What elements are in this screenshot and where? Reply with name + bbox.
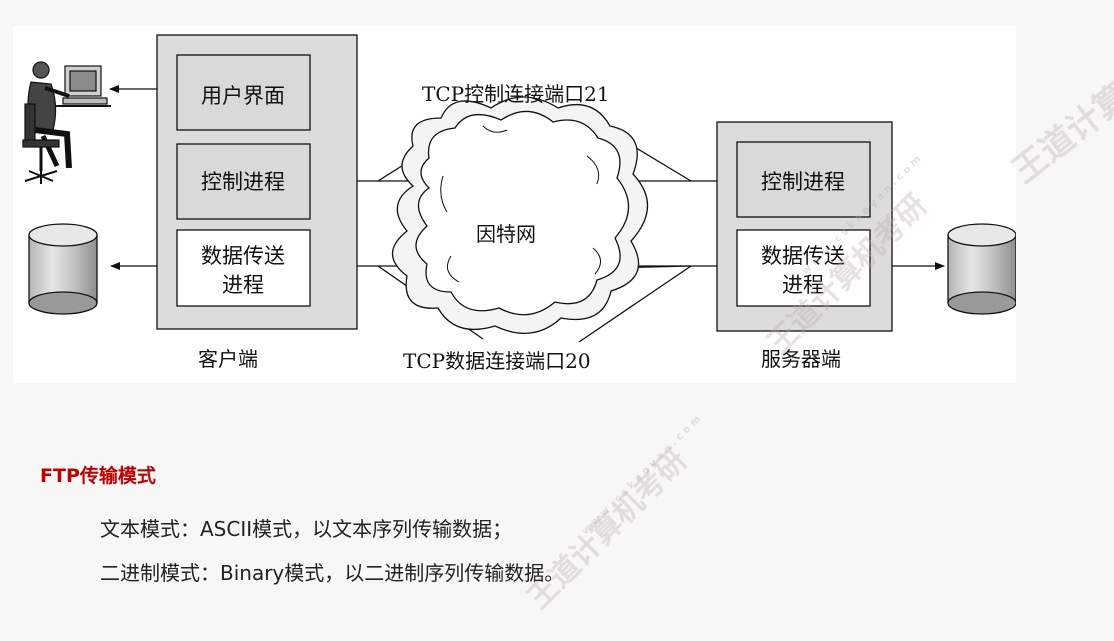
client-container [156, 34, 358, 330]
diagram-canvas: 因特网 TCP控制连接端口21 TCP数据连接端口20 用户界面 控制进程 数据… [22, 34, 1017, 373]
ftp-mode-heading: FTP传输模式 [40, 465, 156, 487]
ftp-architecture-diagram: 因特网 TCP控制连接端口21 TCP数据连接端口20 用户界面 控制进程 数据… [13, 26, 1017, 383]
client-disk-icon [28, 223, 98, 315]
binary-mode-line: 二进制模式：Binary模式，以二进制序列传输数据。 [100, 561, 565, 585]
server-data-box [736, 229, 871, 307]
client-control-box [176, 143, 311, 220]
data-connection-label: TCP数据连接端口20 [403, 349, 591, 373]
client-data-label-line1: 数据传送 [201, 244, 285, 268]
text-mode-line: 文本模式：ASCII模式，以文本序列传输数据； [100, 517, 513, 541]
server-control-label: 控制进程 [761, 170, 845, 194]
server-caption: 服务器端 [761, 347, 841, 371]
server-disk-icon [947, 223, 1017, 315]
watermark-brand-bottom: 王道计算机考研 [520, 442, 695, 617]
server-data-label-line1: 数据传送 [761, 244, 845, 268]
client-ui-label: 用户界面 [201, 84, 285, 108]
internet-label: 因特网 [476, 222, 536, 246]
server-control-box [736, 141, 871, 218]
client-caption: 客户端 [198, 347, 258, 371]
watermark-brand-top-right: 王道计算机考研 [1005, 13, 1114, 192]
control-connection-label: TCP控制连接端口21 [422, 82, 610, 106]
client-data-box [176, 229, 311, 307]
server-container [716, 121, 893, 332]
client-control-label: 控制进程 [201, 170, 285, 194]
user-at-computer-icon [22, 61, 111, 184]
server-data-label-line2: 进程 [782, 273, 824, 297]
client-data-label-line2: 进程 [222, 273, 264, 297]
internet-cloud [391, 96, 649, 334]
client-ui-box [176, 54, 311, 131]
